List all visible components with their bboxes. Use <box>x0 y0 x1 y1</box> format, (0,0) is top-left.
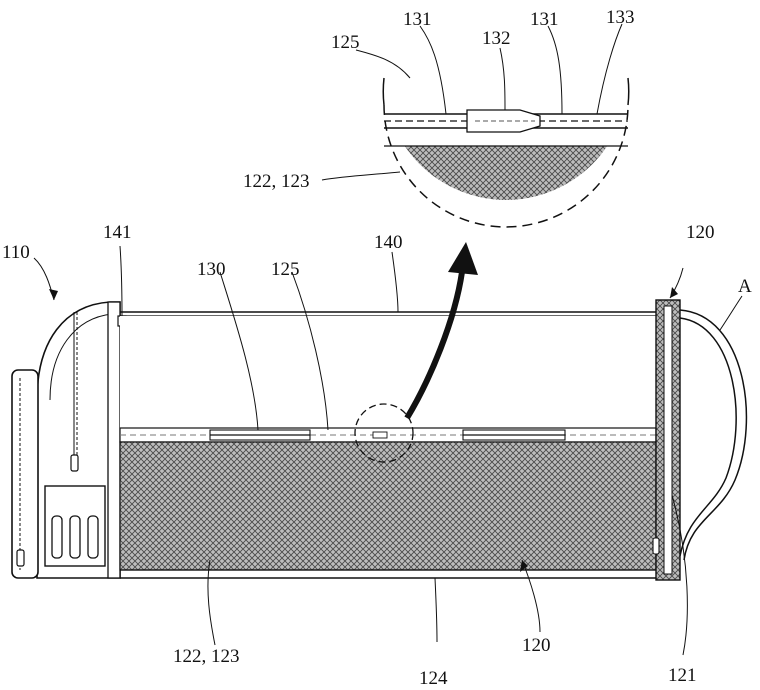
detail-view <box>383 78 628 227</box>
label-120-bottom: 120 <box>522 635 551 656</box>
label-110: 110 <box>2 242 30 263</box>
label-120-top: 120 <box>686 222 715 243</box>
main-body <box>120 312 656 578</box>
label-133: 133 <box>606 7 635 28</box>
label-131-right: 131 <box>530 9 559 30</box>
label-124: 124 <box>419 668 448 689</box>
label-140: 140 <box>374 232 403 253</box>
label-A: A <box>738 276 752 297</box>
label-130: 130 <box>197 259 226 280</box>
label-131-left: 131 <box>403 9 432 30</box>
left-end-cap <box>12 302 126 578</box>
right-end-cap <box>653 300 746 580</box>
label-121: 121 <box>668 665 697 686</box>
label-141: 141 <box>103 222 132 243</box>
label-132: 132 <box>482 28 511 49</box>
label-125: 125 <box>271 259 300 280</box>
label-122-123-detail: 122, 123 <box>243 171 310 192</box>
mesh-panel <box>120 442 656 570</box>
label-125-detail: 125 <box>331 32 360 53</box>
label-122-123: 122, 123 <box>173 646 240 667</box>
